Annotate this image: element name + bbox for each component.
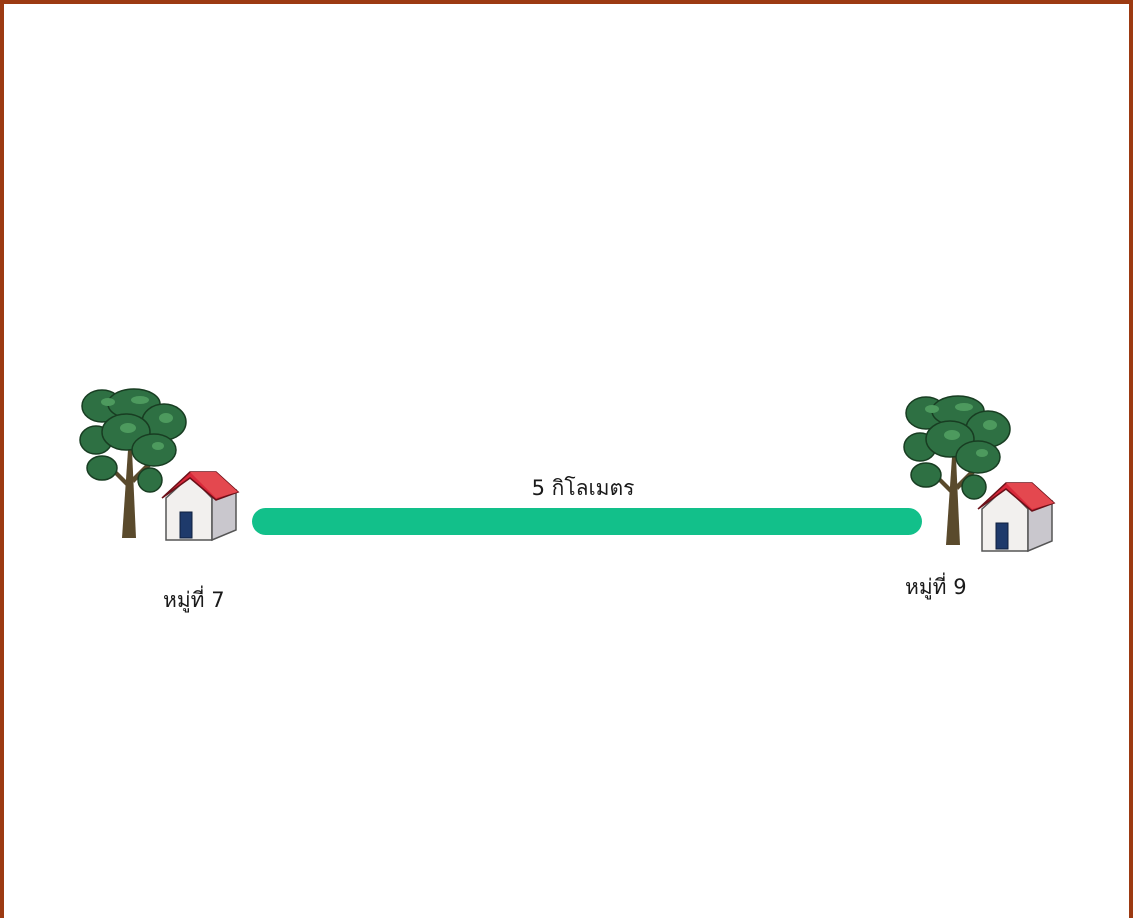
tree-icon — [903, 395, 1011, 545]
village-left-label: หมู่ที่ 7 — [163, 588, 225, 612]
distance-label: 5 กิโลเมตร — [531, 476, 635, 500]
road-line — [252, 508, 922, 535]
house-icon — [161, 471, 240, 542]
village-right-label: หมู่ที่ 9 — [905, 575, 967, 599]
house-icon — [977, 482, 1056, 553]
village-right — [902, 395, 1067, 553]
village-left — [78, 388, 243, 542]
tree-icon — [79, 388, 187, 538]
